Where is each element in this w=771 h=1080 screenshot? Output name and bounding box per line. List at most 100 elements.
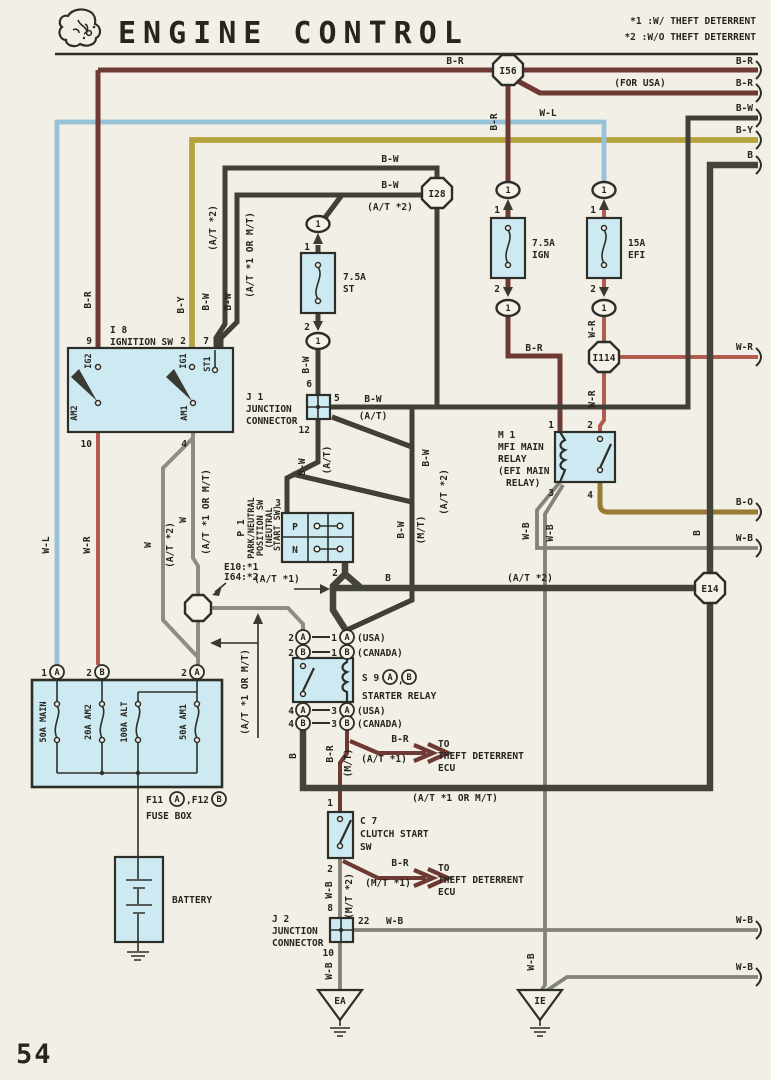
pin-letter: B [300,648,305,658]
annotation: THEFT DETERRENT [438,751,524,762]
inline-connector [591,298,617,318]
wire-label: (A/T *1 OR M/T) [201,469,212,555]
component-id: J 1 [246,392,263,403]
ign-blade-am1 [166,369,192,401]
pin-label: 1 [331,633,337,644]
pin-label: 6 [306,379,312,390]
wire-label: W-B [545,524,556,541]
component-id: M 1 [498,430,515,441]
terminal-label: AM2 [70,405,80,420]
terminal-label: AM1 [180,405,190,420]
component-id: S 9 [362,673,379,684]
wire-label: (A/T *1 OR M/T) [245,212,256,298]
annotation: E10:*1 [224,562,259,573]
wire-label: B-Y [736,125,753,136]
wire-label: B-O [736,497,753,508]
wire-label: (M/T) [416,516,427,545]
battery-box [113,855,165,944]
pin-letter: A [344,706,349,716]
component-label: MFI MAIN [498,442,544,453]
wire-label: B-R [736,78,753,89]
pin-label: 5 [334,393,340,404]
component-label: JUNCTION [246,404,292,415]
wire-label: W [143,542,154,548]
labels: B-R (FOR USA) B-R B-W B-Y B W-R B-O W-B … [16,56,753,1070]
annotation: (USA) [357,706,386,717]
wire-label: B [692,530,703,536]
pin-letter: B [216,795,221,805]
component-label: STARTER RELAY [362,691,437,702]
wire-label: B-R [489,113,500,130]
wire-label: (A/T *2) [507,573,553,584]
arrows-annotations [210,60,762,987]
pin-label: 2 [181,668,187,679]
component-id: J 2 [272,914,289,925]
component-label: SW [360,842,372,853]
wire-label: B-W [396,521,407,538]
wire-label: W-R [736,342,753,353]
pin-letter-circle [339,715,355,731]
wire-label: W-B [526,953,537,970]
wire-label: B-W [301,356,312,373]
ground-label: EA [334,996,346,1007]
component-id: C 7 [360,816,377,827]
component-id: I 8 [110,325,127,336]
inline-connector [495,298,521,318]
pin-label: 1 [327,798,333,809]
annotation: (CANADA) [357,719,403,730]
wire-label: (A/T) [322,446,333,475]
wire-label: W-B [521,522,532,539]
component-label: START SW) [273,505,283,551]
pin-label: 4 [181,439,187,450]
inline-connector [305,214,331,234]
pin-letter-circle [401,669,417,685]
wire-label: W-B [324,881,335,898]
pin-label: 8 [327,903,333,914]
component-label: JUNCTION [272,926,318,937]
pin-letter-circle [295,629,311,645]
pin-label: 2 [180,336,186,347]
wire-label: B [288,753,299,759]
pin-label: 1 [505,304,510,314]
wires [54,67,758,993]
pin-letter-circle [169,791,185,807]
pin-label: 2 [304,322,310,333]
wire-label: W-B [736,915,753,926]
pin-letter-circle [49,664,65,680]
annotation: (A/T *1 OR M/T) [240,649,251,735]
wire-label: B-W [381,154,398,165]
pin-letter-circle [339,629,355,645]
component-label: PARK/NEUTRAL [247,497,257,558]
fuse-label: 15A [628,238,645,249]
ign-blade-am2 [71,369,97,401]
wire-label: B-W [223,293,234,310]
connector-label: I28 [428,189,445,200]
pin-letter: B [344,719,349,729]
wire-label: W-B [386,916,403,927]
fuse-label: 50A AM1 [179,704,189,740]
row-label: N [292,545,298,556]
ground-ea-triangle [315,988,365,1022]
component-id: P 1 [236,519,247,536]
pin-label: 10 [81,439,93,450]
pin-label: 22 [358,916,369,927]
pin-letter: A [300,633,305,643]
wire-label: B [385,573,391,584]
connector-e14 [693,571,727,605]
wire-label: B-W [364,394,381,405]
pin-letter: A [194,668,199,678]
wire-label: W-L [41,536,52,553]
component-label: RELAY) [506,478,540,489]
m1-coil [558,431,568,483]
fuse-label: 7.5A [343,272,366,283]
wire-label: W-R [587,320,598,337]
wire-label: (A/T *1) [361,754,407,765]
pin-label: 2 [332,568,338,579]
pin-letter: A [344,633,349,643]
inline-connector [305,331,331,351]
wire-label: B-W [201,293,212,310]
wire-label: (A/T *2) [208,205,219,251]
wire-label: W-R [82,536,93,553]
wire-label: B-R [391,734,408,745]
